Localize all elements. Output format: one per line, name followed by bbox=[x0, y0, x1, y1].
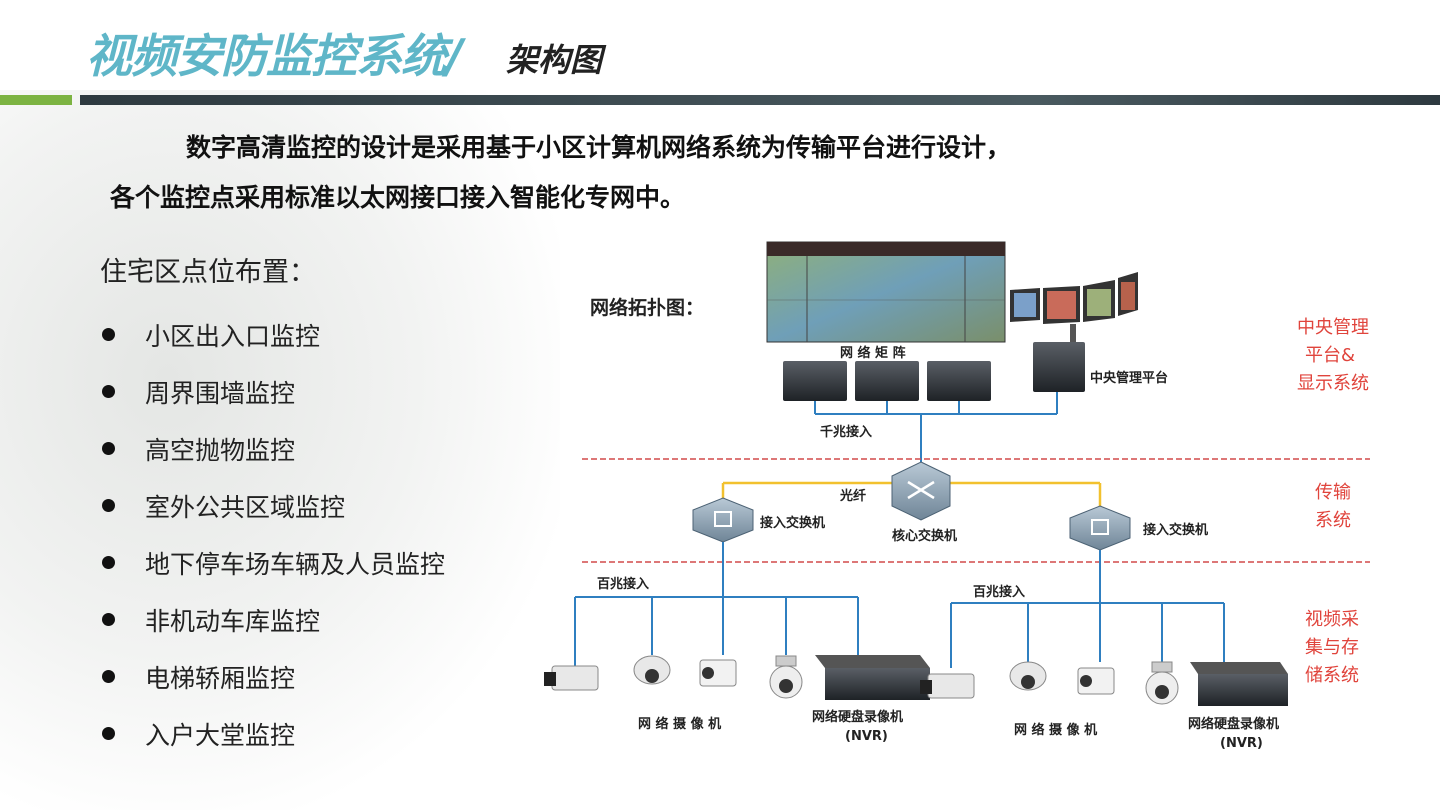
list-item: 入户大堂监控 bbox=[100, 705, 445, 762]
monitor-array-icon bbox=[1010, 272, 1138, 344]
list-item: 周界围墙监控 bbox=[100, 363, 445, 420]
dome-camera-icon bbox=[1009, 661, 1047, 691]
layer-label-top-3: 显示系统 bbox=[1297, 373, 1369, 394]
list-item-label: 入户大堂监控 bbox=[145, 720, 296, 750]
dome-camera-icon bbox=[633, 655, 671, 685]
list-item-label: 电梯轿厢监控 bbox=[145, 663, 296, 693]
fast-ethernet-wiring bbox=[574, 542, 1225, 668]
nvr-right-sublabel: (NVR) bbox=[1220, 736, 1263, 751]
layer-label-top-2: 平台& bbox=[1305, 345, 1355, 366]
title-divider-bar bbox=[80, 95, 1440, 105]
network-topology-diagram: 网络拓扑图： 网 络 矩 阵 中央管理平台 千兆接入 bbox=[544, 241, 1370, 751]
layer-label-top-1: 中央管理 bbox=[1297, 317, 1369, 338]
title-accent-bar bbox=[0, 95, 72, 105]
bullet-icon bbox=[102, 442, 115, 455]
layer-label-bottom-2: 集与存 bbox=[1305, 637, 1359, 658]
layer-label-bottom-3: 储系统 bbox=[1305, 665, 1359, 686]
bullet-icon bbox=[102, 328, 115, 341]
access-switch-right-label: 接入交换机 bbox=[1143, 522, 1208, 538]
nvr-right-label: 网络硬盘录像机 bbox=[1188, 716, 1279, 732]
bullet-icon bbox=[102, 670, 115, 683]
matrix-device-icon bbox=[783, 361, 991, 401]
box-camera-icon bbox=[544, 665, 599, 691]
list-item-label: 室外公共区域监控 bbox=[145, 492, 346, 522]
bullet-icon bbox=[102, 727, 115, 740]
points-list: 小区出入口监控 周界围墙监控 高空抛物监控 室外公共区域监控 地下停车场车辆及人… bbox=[100, 306, 445, 762]
bullet-icon bbox=[102, 385, 115, 398]
list-item-label: 高空抛物监控 bbox=[145, 435, 296, 465]
topology-label: 网络拓扑图： bbox=[590, 296, 704, 319]
list-item: 非机动车库监控 bbox=[100, 591, 445, 648]
background-painting bbox=[0, 90, 560, 810]
page-title: 视频安防监控系统/ bbox=[86, 29, 463, 83]
intro-line-2: 各个监控点采用标准以太网接口接入智能化专网中。 bbox=[110, 183, 686, 212]
gigabit-wiring bbox=[814, 392, 1058, 470]
access-switch-icon bbox=[692, 497, 754, 543]
list-item: 室外公共区域监控 bbox=[100, 477, 445, 534]
nvr-icon bbox=[815, 655, 930, 700]
central-platform-label: 中央管理平台 bbox=[1090, 370, 1168, 386]
box-camera-icon bbox=[920, 673, 975, 699]
points-title: 住宅区点位布置： bbox=[100, 257, 316, 288]
layer-label-mid-2: 系统 bbox=[1315, 510, 1351, 531]
layer-label-mid-1: 传输 bbox=[1315, 482, 1351, 503]
core-switch-label: 核心交换机 bbox=[892, 528, 957, 544]
list-item-label: 周界围墙监控 bbox=[145, 378, 296, 408]
central-server-icon bbox=[1033, 342, 1085, 392]
list-item: 地下停车场车辆及人员监控 bbox=[100, 534, 445, 591]
bullet-icon bbox=[102, 556, 115, 569]
matrix-label: 网 络 矩 阵 bbox=[840, 345, 906, 361]
access-switch-icon bbox=[1069, 505, 1131, 551]
fiber-label: 光纤 bbox=[839, 488, 866, 504]
bullet-camera-icon bbox=[1077, 667, 1115, 695]
gigabit-label: 千兆接入 bbox=[820, 424, 872, 440]
core-switch-icon bbox=[891, 461, 951, 521]
fast-left-label: 百兆接入 bbox=[597, 576, 649, 592]
layer-label-bottom-1: 视频采 bbox=[1305, 609, 1359, 630]
fast-right-label: 百兆接入 bbox=[973, 584, 1025, 600]
list-item-label: 非机动车库监控 bbox=[145, 606, 321, 636]
list-item: 小区出入口监控 bbox=[100, 306, 445, 363]
list-item-label: 小区出入口监控 bbox=[145, 321, 321, 351]
bullet-icon bbox=[102, 499, 115, 512]
camera-right-label: 网 络 摄 像 机 bbox=[1014, 722, 1097, 738]
video-wall-icon bbox=[766, 241, 1006, 343]
list-item: 高空抛物监控 bbox=[100, 420, 445, 477]
camera-left-label: 网 络 摄 像 机 bbox=[638, 716, 721, 732]
bullet-icon bbox=[102, 613, 115, 626]
nvr-left-label: 网络硬盘录像机 bbox=[812, 709, 903, 725]
nvr-icon bbox=[1190, 662, 1288, 706]
access-switch-left-label: 接入交换机 bbox=[760, 515, 825, 531]
ptz-camera-icon bbox=[769, 655, 803, 699]
nvr-left-sublabel: (NVR) bbox=[845, 729, 888, 744]
page-subtitle: 架构图 bbox=[506, 41, 603, 79]
ptz-camera-icon bbox=[1145, 661, 1179, 705]
bullet-camera-icon bbox=[699, 659, 737, 687]
list-item: 电梯轿厢监控 bbox=[100, 648, 445, 705]
list-item-label: 地下停车场车辆及人员监控 bbox=[145, 549, 446, 579]
intro-line-1: 数字高清监控的设计是采用基于小区计算机网络系统为传输平台进行设计， bbox=[186, 133, 1012, 162]
